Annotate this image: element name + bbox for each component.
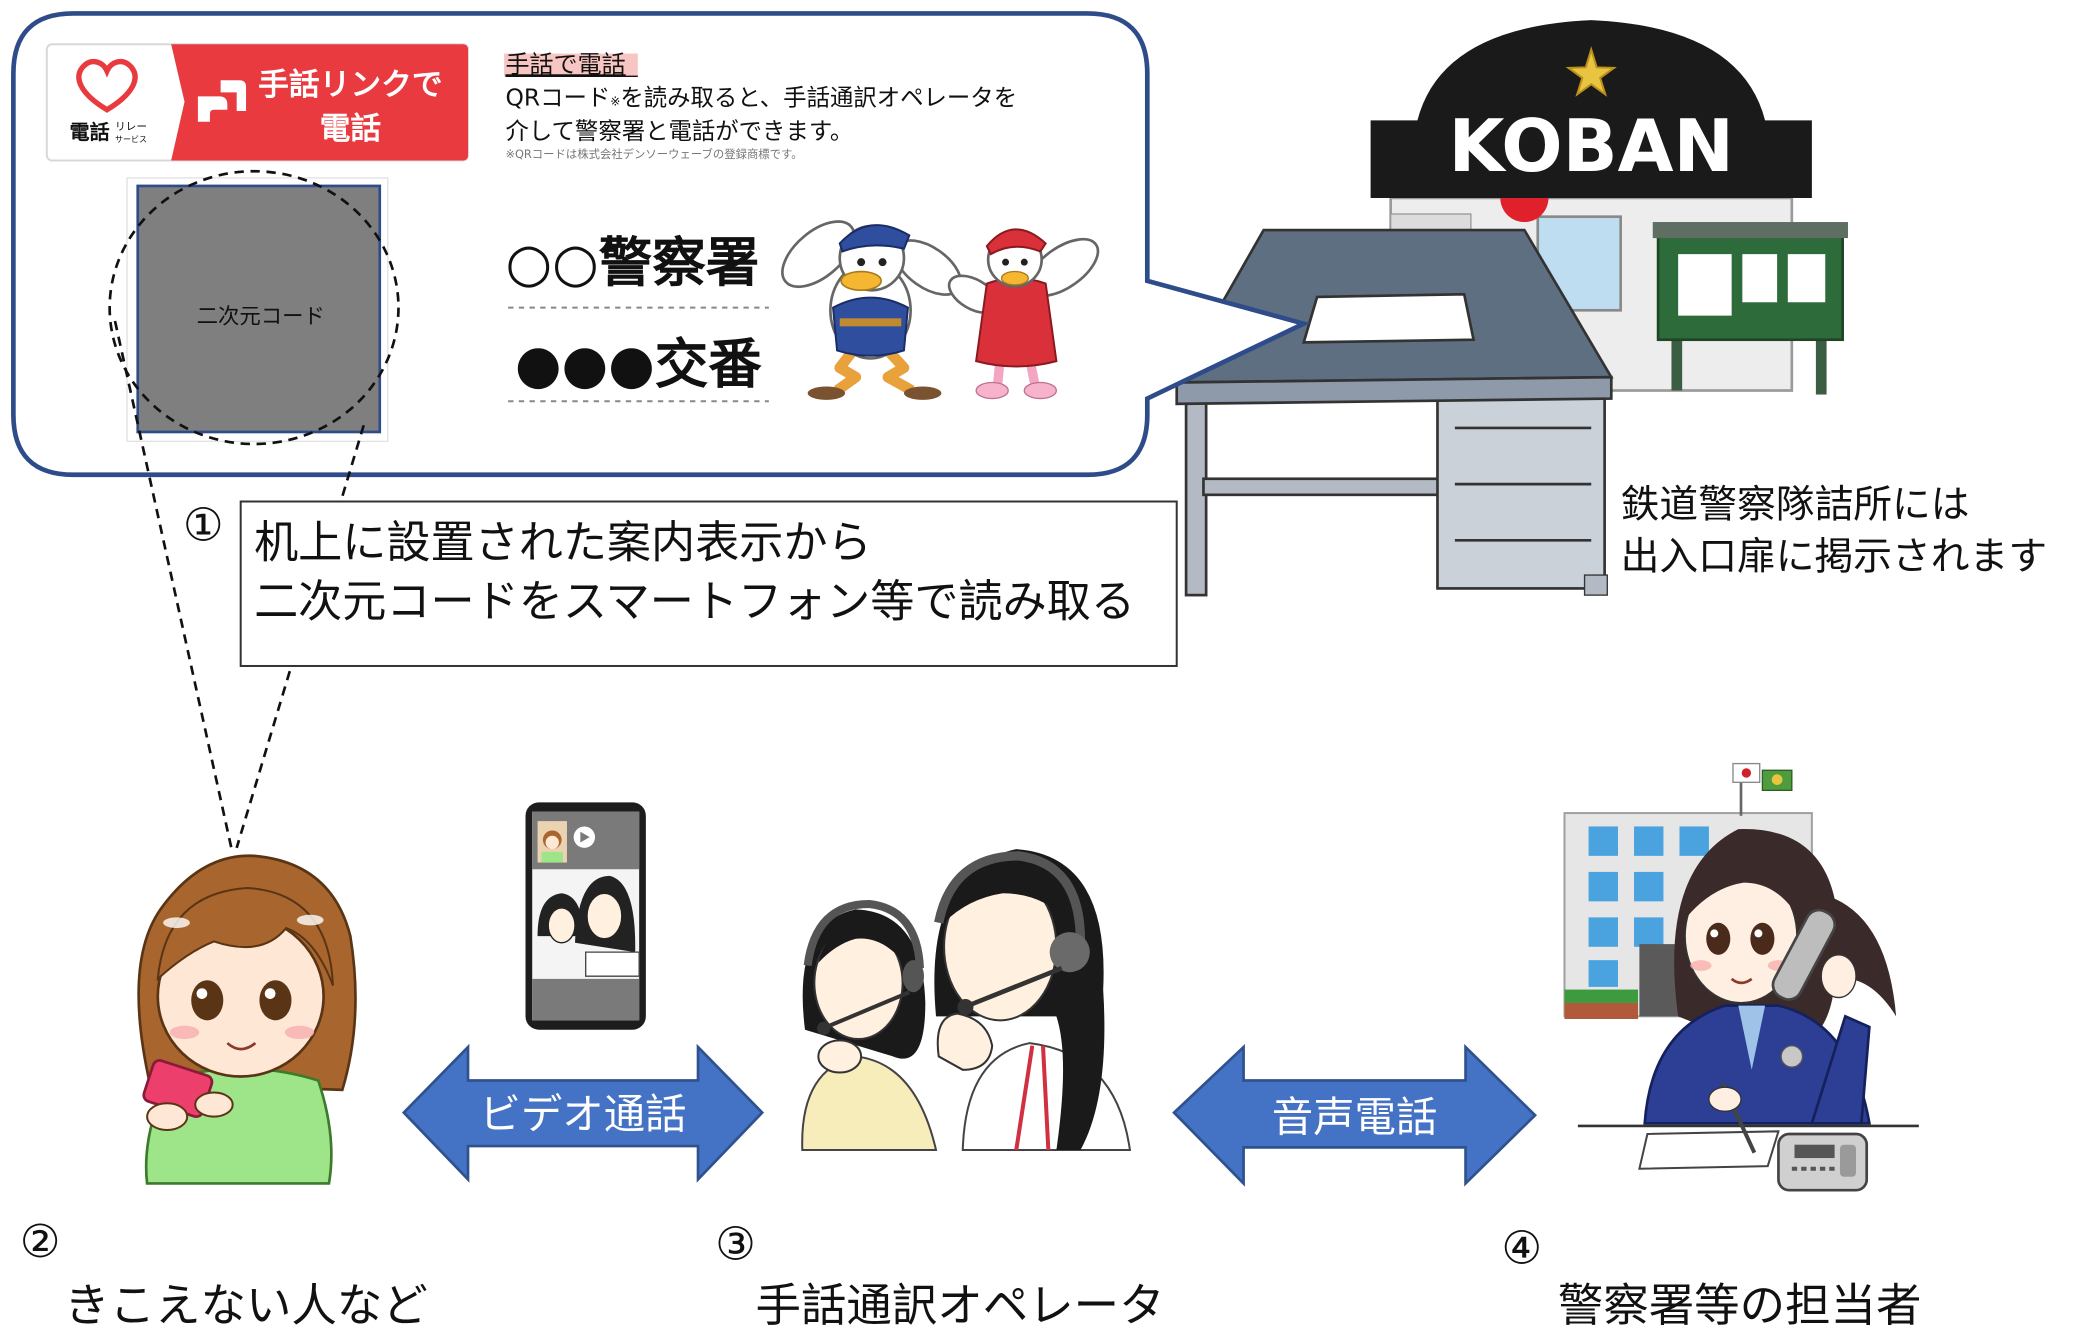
police-officer-figure xyxy=(1563,762,1919,1192)
bubble-heading: 手話で電話 xyxy=(505,50,625,78)
step2-label: きこえない人など xyxy=(64,1279,428,1332)
banner-title-line1: 手話リンクで xyxy=(258,67,443,103)
step1-line2: 二次元コードをスマートフォン等で読み取る xyxy=(254,577,1135,628)
video-call-phone xyxy=(525,802,646,1030)
video-call-arrow: ビデオ通話 xyxy=(401,1043,765,1183)
police-station-name: ○○警察署 xyxy=(505,231,759,294)
voice-call-arrow: 音声電話 xyxy=(1172,1043,1537,1187)
desk-edge xyxy=(1175,375,1613,406)
heading-highlight xyxy=(504,53,638,77)
relay-service-banner: 電話 リレー サービス 手話リンクで 電話 xyxy=(45,43,470,162)
logo-sub-top: リレー xyxy=(115,120,147,133)
hand-sign-icon xyxy=(197,80,247,122)
koban-roof xyxy=(1370,20,1812,198)
step1-callout xyxy=(239,500,1178,667)
memo-paper xyxy=(1638,1130,1780,1170)
speech-bubble: 電話 リレー サービス 手話リンクで 電話 手話で電話 QRコード※を読み取ると… xyxy=(11,11,1311,478)
koban-sign: KOBAN xyxy=(1449,105,1734,189)
police-emblem-icon xyxy=(1565,46,1617,97)
video-call-label: ビデオ通話 xyxy=(479,1091,686,1139)
bubble-description-line1: QRコード※を読み取ると、手話通訳オペレータを xyxy=(505,84,1017,112)
notice-board xyxy=(1652,222,1848,395)
desk xyxy=(1174,228,1614,597)
desk-phone-icon xyxy=(1777,1132,1869,1192)
deaf-person-figure xyxy=(137,854,357,1185)
koban-name: ●●●交番 xyxy=(515,333,762,396)
logo-sub-bottom: サービス xyxy=(115,135,147,144)
step3-number: ③ xyxy=(715,1218,756,1271)
two-dimensional-code xyxy=(136,184,382,434)
step3-label: 手話通訳オペレータ xyxy=(756,1279,1165,1332)
name-card xyxy=(1301,292,1476,344)
desk-crossbar xyxy=(1202,477,1443,497)
step4-number: ④ xyxy=(1501,1222,1542,1275)
headset-icon xyxy=(902,960,924,993)
desk-left-leg xyxy=(1184,397,1208,597)
police-mascot-female xyxy=(947,228,1100,400)
railway-note-line1: 鉄道警察隊詰所には xyxy=(1621,483,1970,528)
zoom-line-left xyxy=(113,320,233,849)
bubble-description-line2: 介して警察署と電話ができます。 xyxy=(505,117,853,145)
voice-call-label: 音声電話 xyxy=(1272,1093,1438,1141)
code-frame xyxy=(126,177,389,443)
badge-icon xyxy=(1780,1045,1804,1068)
step1-line1: 机上に設置された案内表示から xyxy=(254,518,872,569)
banner-red-panel xyxy=(171,44,469,161)
police-mascot-male xyxy=(781,220,963,400)
step4-label: 警察署等の担当者 xyxy=(1558,1279,1922,1332)
step1-number: ① xyxy=(183,498,224,551)
desk-cabinet xyxy=(1436,394,1606,590)
code-placeholder-label: 二次元コード xyxy=(197,305,325,330)
banner-title-line2: 電話 xyxy=(320,111,382,147)
heart-logo-icon xyxy=(76,58,138,113)
phone-handset-icon xyxy=(1771,908,1837,1001)
zoom-circle xyxy=(108,169,400,446)
logo-main-text: 電話 xyxy=(70,120,110,144)
trademark-note: ※QRコードは株式会社デンソーウェーブの登録商標です。 xyxy=(505,147,802,161)
zoom-line-right xyxy=(235,424,365,849)
step2-number: ② xyxy=(20,1215,61,1268)
sign-language-operators xyxy=(801,849,1132,1152)
red-lamp-icon xyxy=(1500,197,1549,223)
railway-note-line2: 出入口扉に掲示されます xyxy=(1621,535,2047,580)
